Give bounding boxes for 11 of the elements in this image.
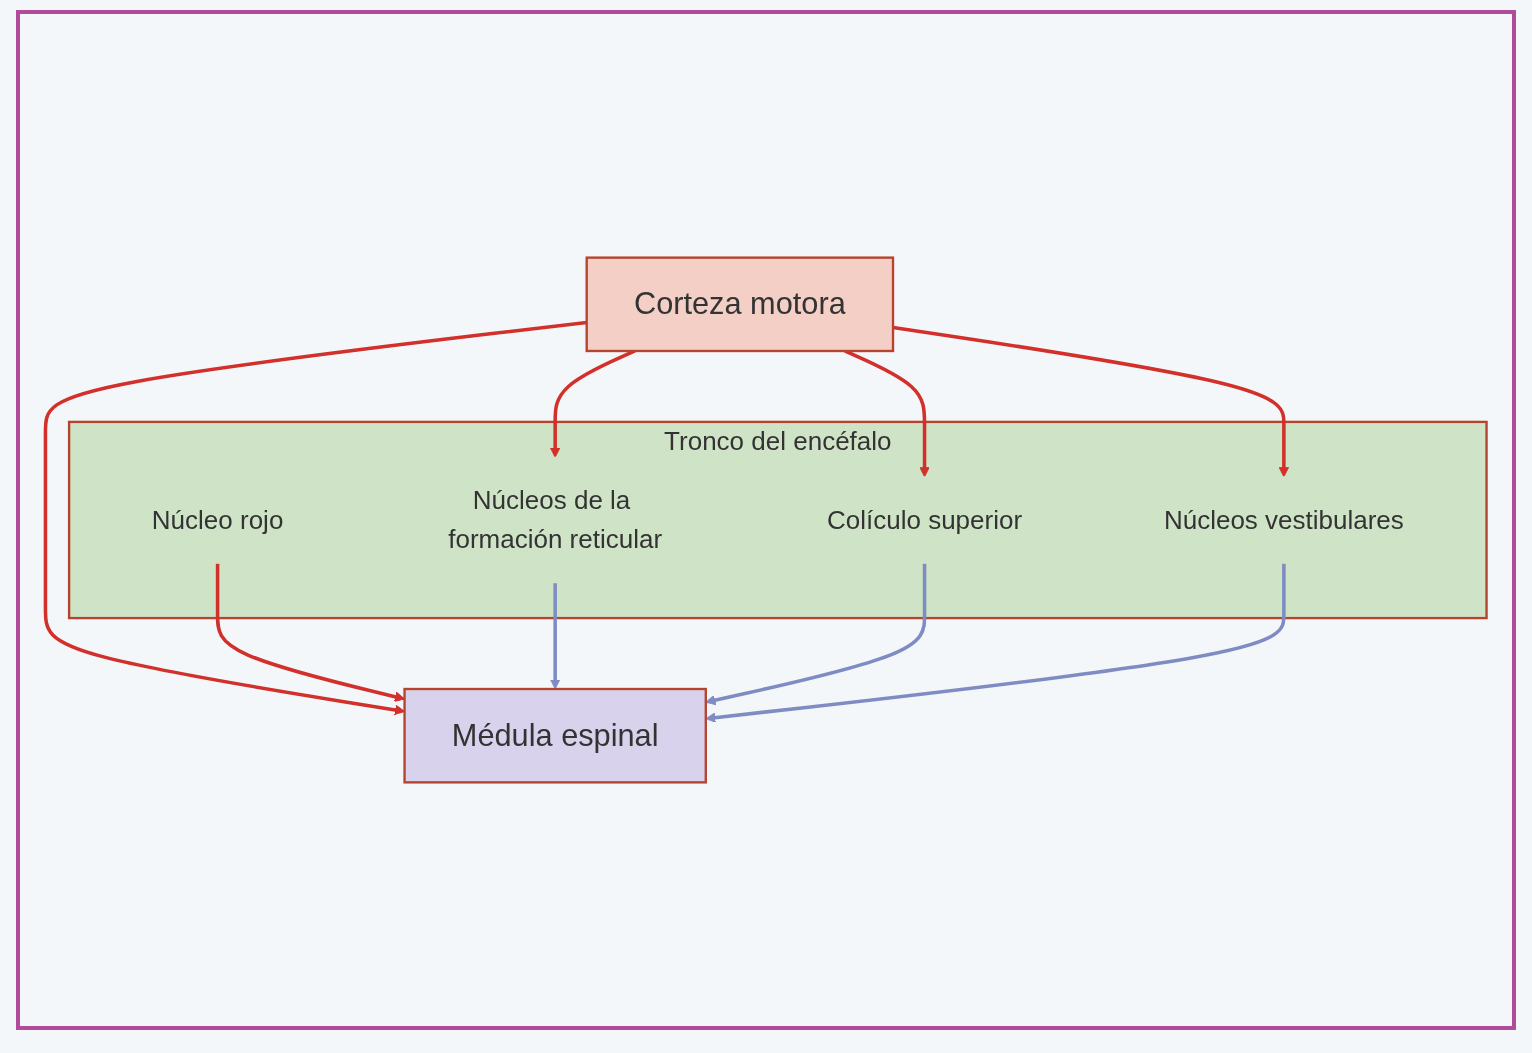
node-box: Médula espinal [403, 687, 707, 784]
node-text: Núcleos de la formación reticular [448, 485, 663, 555]
node-box: Corteza motora [585, 256, 895, 353]
arrow [705, 563, 927, 706]
arrow [43, 320, 587, 716]
node-text: Núcleos vestibulares [1163, 505, 1404, 535]
arrow [215, 563, 405, 702]
node-text: Núcleo rojo [151, 505, 284, 535]
arrow [549, 582, 561, 690]
arrow [705, 563, 1286, 723]
node-text: Colículo superior [826, 505, 1023, 535]
